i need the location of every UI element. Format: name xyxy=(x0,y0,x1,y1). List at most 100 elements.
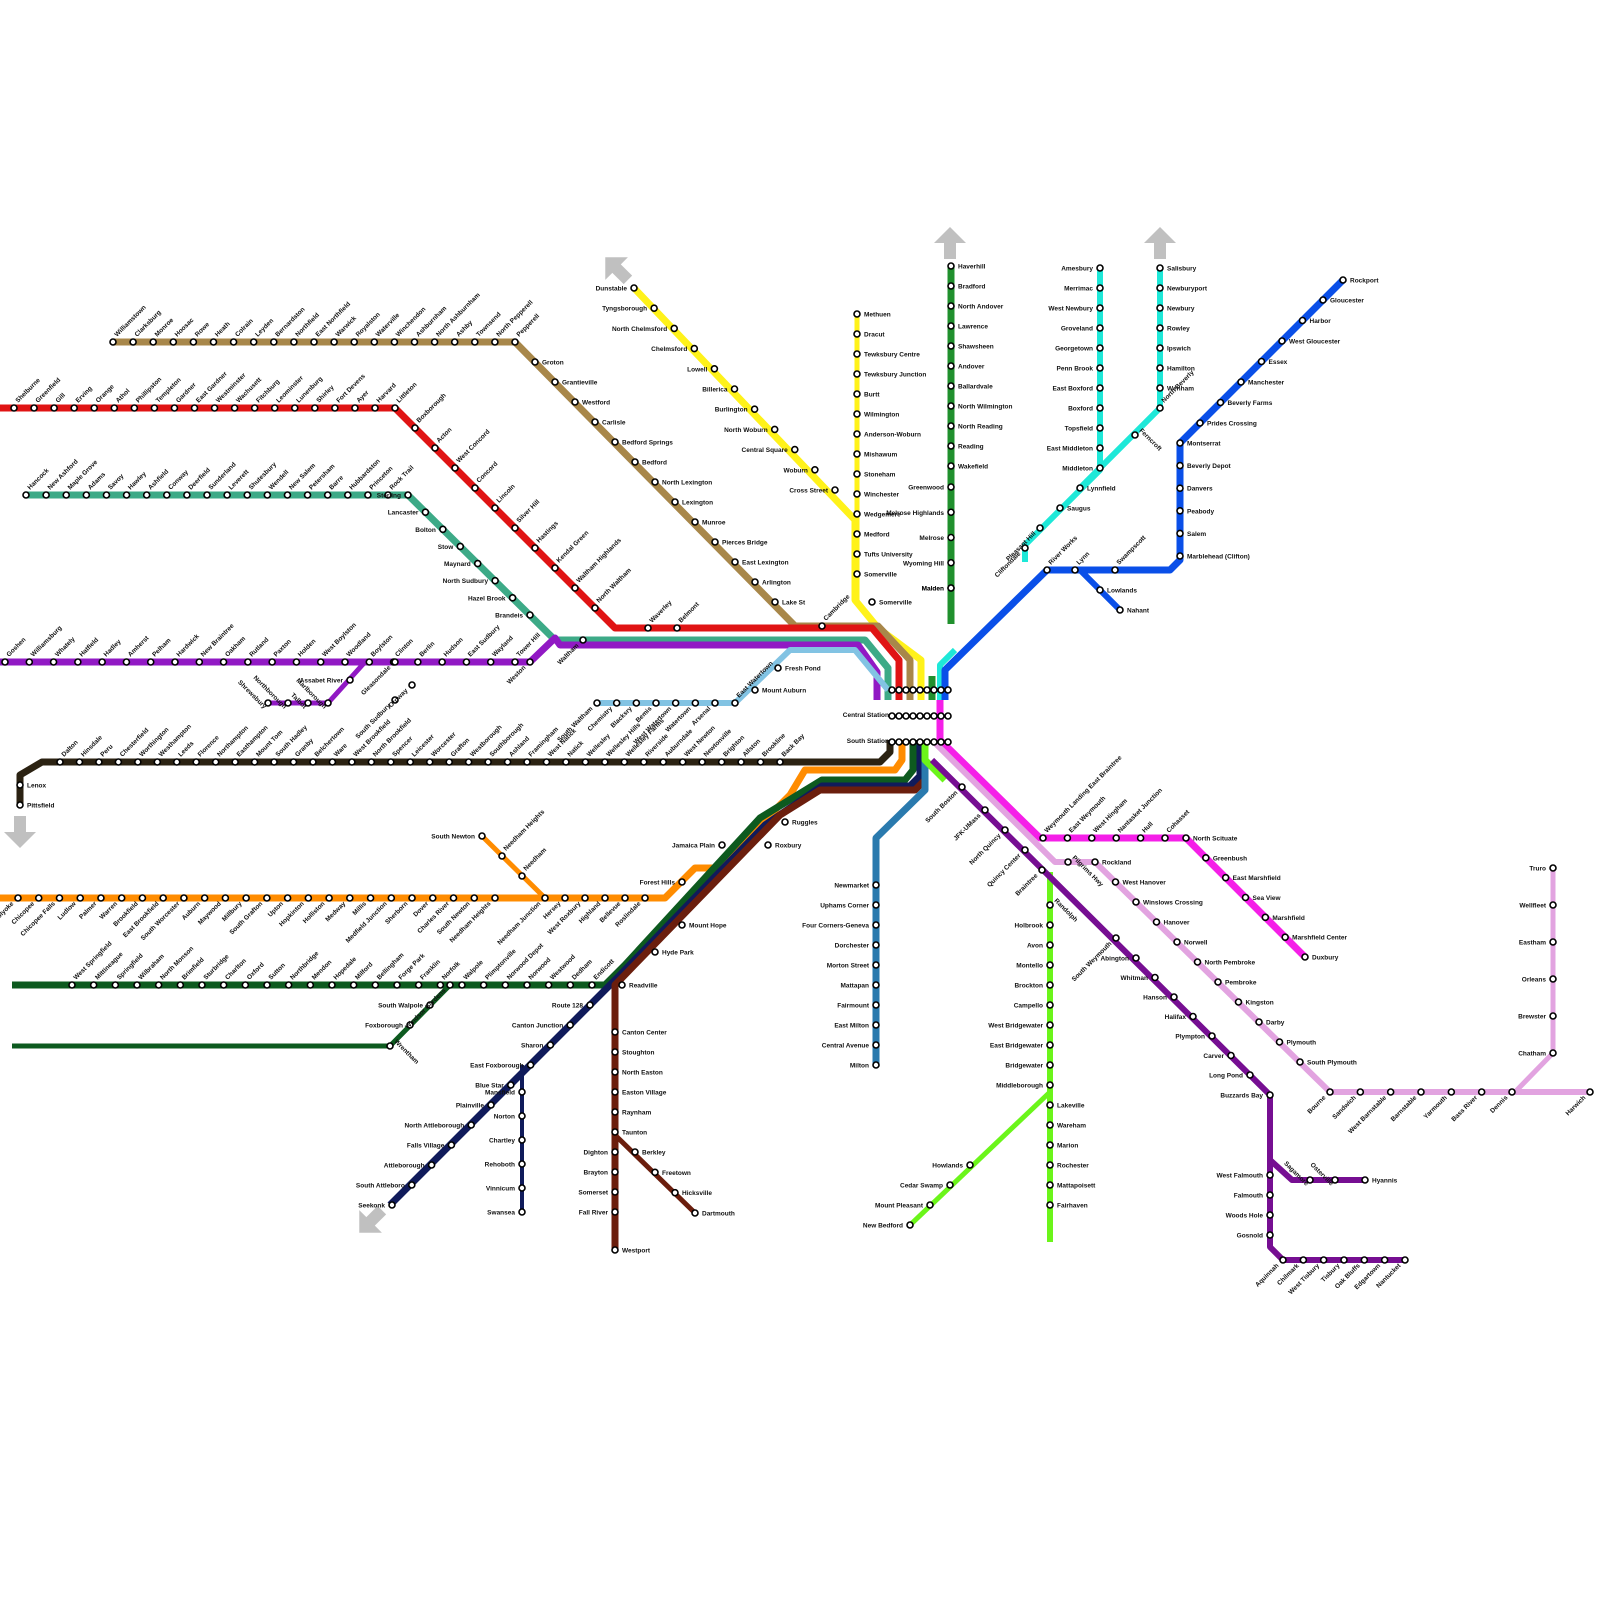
station-new-salem[interactable] xyxy=(284,492,290,498)
station-south-plymouth[interactable] xyxy=(1297,1059,1303,1065)
station-edgartown[interactable] xyxy=(1382,1257,1388,1263)
station-dunstable[interactable] xyxy=(631,285,637,291)
station-hull[interactable] xyxy=(1138,835,1144,841)
station-campello[interactable] xyxy=(1047,1002,1053,1008)
station-millis[interactable] xyxy=(368,895,374,901)
station-avon[interactable] xyxy=(1047,942,1053,948)
station-medfield-junction[interactable] xyxy=(388,895,394,901)
station-gleasondale[interactable] xyxy=(392,659,398,665)
station-montserrat[interactable] xyxy=(1177,440,1183,446)
station-carver[interactable] xyxy=(1228,1053,1234,1059)
hub-platform[interactable] xyxy=(945,687,951,693)
station-taunton[interactable] xyxy=(612,1129,618,1135)
station-easthampton[interactable] xyxy=(232,759,238,765)
station-north-beverly[interactable] xyxy=(1157,405,1163,411)
station-east-milton[interactable] xyxy=(873,1022,879,1028)
station-conway[interactable] xyxy=(164,492,170,498)
station-duxbury[interactable] xyxy=(1302,954,1308,960)
station-chatham[interactable] xyxy=(1550,1050,1556,1056)
station-berkley[interactable] xyxy=(632,1149,638,1155)
station-bedford[interactable] xyxy=(632,459,638,465)
station-plymouth[interactable] xyxy=(1277,1039,1283,1045)
station-mount-pleasant[interactable] xyxy=(927,1202,933,1208)
station-brayton[interactable] xyxy=(612,1169,618,1175)
station-kingston[interactable] xyxy=(1236,999,1242,1005)
station-mattapan[interactable] xyxy=(873,982,879,988)
station-winchester[interactable] xyxy=(854,491,860,497)
station-westport[interactable] xyxy=(612,1247,618,1253)
station-lake-st[interactable] xyxy=(772,599,778,605)
station-montello[interactable] xyxy=(1047,962,1053,968)
station-ashland[interactable] xyxy=(505,759,511,765)
station-salisbury[interactable] xyxy=(1157,265,1163,271)
station-merrimac[interactable] xyxy=(1097,285,1103,291)
station-dennis[interactable] xyxy=(1509,1089,1515,1095)
station-aquinnah[interactable] xyxy=(1280,1257,1286,1263)
station-allston[interactable] xyxy=(738,759,744,765)
station-weston[interactable] xyxy=(527,659,533,665)
station-framingham[interactable] xyxy=(524,759,530,765)
station-chilmark[interactable] xyxy=(1300,1257,1306,1263)
station-chemistry[interactable] xyxy=(614,700,620,706)
station-pilgrims-hwy[interactable] xyxy=(1065,859,1071,865)
station-randolph[interactable] xyxy=(1047,902,1053,908)
station-south-weymouth[interactable] xyxy=(1113,935,1119,941)
station-hanover[interactable] xyxy=(1154,919,1160,925)
station-nahant[interactable] xyxy=(1117,607,1123,613)
station-east-foxborough[interactable] xyxy=(528,1062,534,1068)
station-hastings[interactable] xyxy=(532,545,538,551)
station-blue-star[interactable] xyxy=(508,1082,514,1088)
station-melrose[interactable] xyxy=(948,535,954,541)
station-northampton[interactable] xyxy=(213,759,219,765)
station-wedgemere[interactable] xyxy=(854,511,860,517)
station-ordway[interactable] xyxy=(409,682,415,688)
station-west-barnstable[interactable] xyxy=(1388,1089,1394,1095)
station-bolton[interactable] xyxy=(440,526,446,532)
station-andover[interactable] xyxy=(948,363,954,369)
station-brimfield[interactable] xyxy=(177,982,183,988)
station-deerfield[interactable] xyxy=(184,492,190,498)
station-wellesley-hills[interactable] xyxy=(602,759,608,765)
station-milford[interactable] xyxy=(351,982,357,988)
station-kendal-green[interactable] xyxy=(552,565,558,571)
station-ashburnham[interactable] xyxy=(412,339,418,345)
station-woodland[interactable] xyxy=(342,659,348,665)
station-billerica[interactable] xyxy=(732,386,738,392)
station-leyden[interactable] xyxy=(251,339,257,345)
station-arsenal[interactable] xyxy=(712,700,718,706)
station-burtt[interactable] xyxy=(854,391,860,397)
station-medford[interactable] xyxy=(854,531,860,537)
station-new-braintree[interactable] xyxy=(196,659,202,665)
station-buzzards-bay[interactable] xyxy=(1267,1092,1273,1098)
hub-platform[interactable] xyxy=(917,713,923,719)
station-oak-bluffs[interactable] xyxy=(1361,1257,1367,1263)
station-georgetown[interactable] xyxy=(1097,345,1103,351)
station-cedar-swamp[interactable] xyxy=(947,1182,953,1188)
station-woods-hole[interactable] xyxy=(1267,1212,1273,1218)
station-rowley[interactable] xyxy=(1157,325,1163,331)
station-groveland[interactable] xyxy=(1097,325,1103,331)
station-greenwood[interactable] xyxy=(948,484,954,490)
station-pierces-bridge[interactable] xyxy=(712,539,718,545)
station-jamaica-plain[interactable] xyxy=(719,842,725,848)
station-heath[interactable] xyxy=(211,339,217,345)
station-east-watertown[interactable] xyxy=(732,700,738,706)
station-north-attleborough[interactable] xyxy=(468,1122,474,1128)
station-holden[interactable] xyxy=(293,659,299,665)
station-rockland[interactable] xyxy=(1092,859,1098,865)
station-oakham[interactable] xyxy=(221,659,227,665)
station-freetown[interactable] xyxy=(652,1169,658,1175)
station-south-newton[interactable] xyxy=(471,895,477,901)
station-palmer[interactable] xyxy=(98,895,104,901)
station-quincy-center[interactable] xyxy=(1022,847,1028,853)
station-cohasset[interactable] xyxy=(1162,835,1168,841)
station-lakeville[interactable] xyxy=(1047,1102,1053,1108)
station-wilmington[interactable] xyxy=(854,411,860,417)
station-harbor[interactable] xyxy=(1300,318,1306,324)
station-athol[interactable] xyxy=(111,405,117,411)
station-wellfleet[interactable] xyxy=(1550,902,1556,908)
station-middleborough[interactable] xyxy=(1047,1082,1053,1088)
station-long-pond[interactable] xyxy=(1247,1072,1253,1078)
station-marshfield[interactable] xyxy=(1262,914,1268,920)
station-brandeis[interactable] xyxy=(527,612,533,618)
